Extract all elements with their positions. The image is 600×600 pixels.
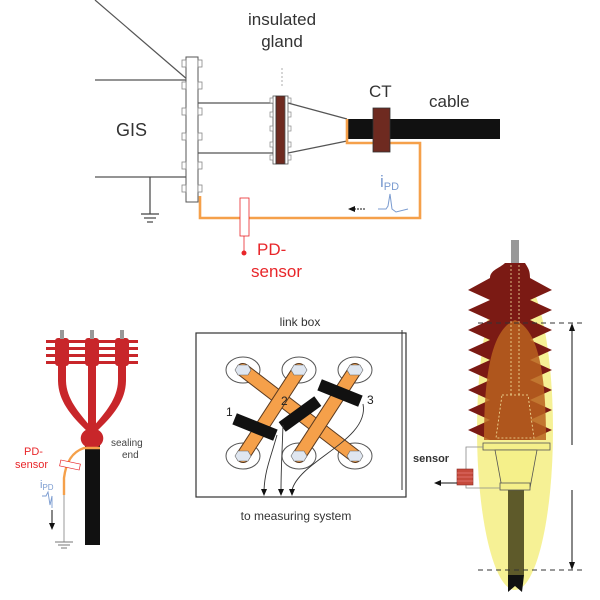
current-direction-arrow	[348, 206, 366, 212]
label-3: 3	[367, 393, 374, 407]
pd-pulse-icon	[42, 490, 53, 508]
ground-icon	[55, 541, 73, 549]
pd-sensor-terminal	[241, 250, 247, 256]
cable	[85, 445, 100, 545]
label-pd: PD-	[24, 446, 43, 458]
earth-lead	[62, 446, 100, 495]
shield-earth-path	[198, 119, 422, 220]
label-pd: PD-	[257, 240, 286, 259]
label-gis: GIS	[116, 120, 147, 140]
label-2: 2	[281, 394, 288, 408]
label-sensor: sensor	[413, 453, 450, 465]
link-box-footer: to measuring system	[241, 509, 352, 523]
ct-core	[372, 107, 391, 153]
label-sealing: sealing	[111, 438, 143, 449]
sensor-coil	[456, 468, 474, 486]
gis-line-top	[94, 0, 189, 81]
cable	[348, 119, 500, 139]
label-insulated: insulated	[248, 10, 316, 29]
label-sensor: sensor	[15, 459, 48, 471]
link-box-title: link box	[280, 315, 321, 329]
sensors	[232, 379, 363, 441]
current-direction-arrow	[49, 510, 55, 530]
insulated-gland	[269, 95, 292, 165]
label-ipd: iPD	[380, 172, 399, 193]
label-sensor: sensor	[251, 262, 302, 281]
top-diagram: insulated gland CT cable GIS iPD PD- sen…	[94, 0, 500, 281]
label-ipd: iPD	[40, 479, 54, 492]
link-bars	[236, 363, 362, 463]
termination-diagram: sensor	[401, 240, 582, 592]
label-gland: gland	[261, 32, 303, 51]
gis-flange	[185, 56, 199, 203]
ground-icon	[141, 177, 159, 223]
pd-sensor-box	[239, 197, 250, 237]
pd-sensor-box	[59, 459, 81, 471]
label-1: 1	[226, 405, 233, 419]
sensor-leads	[263, 403, 364, 491]
terminals	[225, 356, 373, 470]
label-cable: cable	[429, 92, 470, 111]
gis-flange-bolts	[181, 59, 203, 193]
terminal-bolts	[234, 364, 364, 462]
label-end: end	[122, 450, 139, 461]
insulator-sheds	[46, 338, 138, 366]
label-ct: CT	[369, 82, 392, 101]
link-box-diagram: link box 1 2 3 to measuring system	[195, 315, 407, 523]
pd-pulse-icon	[378, 193, 409, 213]
sealing-end-diagram: sealing end PD- sensor iPD	[15, 330, 143, 549]
